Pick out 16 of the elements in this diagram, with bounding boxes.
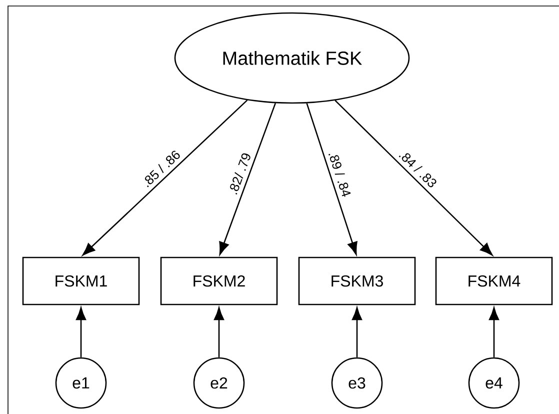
edge-label: .89 / .84: [328, 154, 351, 197]
arrow: [214, 307, 224, 358]
indicator-box: FSKM4: [435, 256, 553, 306]
arrow: [352, 307, 362, 358]
arrow: [219, 102, 276, 255]
indicator-box: FSKM3: [298, 256, 416, 306]
edge-label: .85 / .86: [145, 150, 180, 188]
arrow: [488, 307, 500, 358]
arrow: [306, 103, 358, 255]
arrow: [76, 307, 86, 358]
edge-label: .82/ .79: [230, 153, 250, 195]
indicator-box: FSKM2: [160, 256, 278, 306]
arrow: [334, 100, 493, 256]
indicator-box: FSKM1: [22, 256, 140, 306]
arrow: [82, 100, 248, 256]
edge-label: .84 / .83: [398, 153, 436, 188]
